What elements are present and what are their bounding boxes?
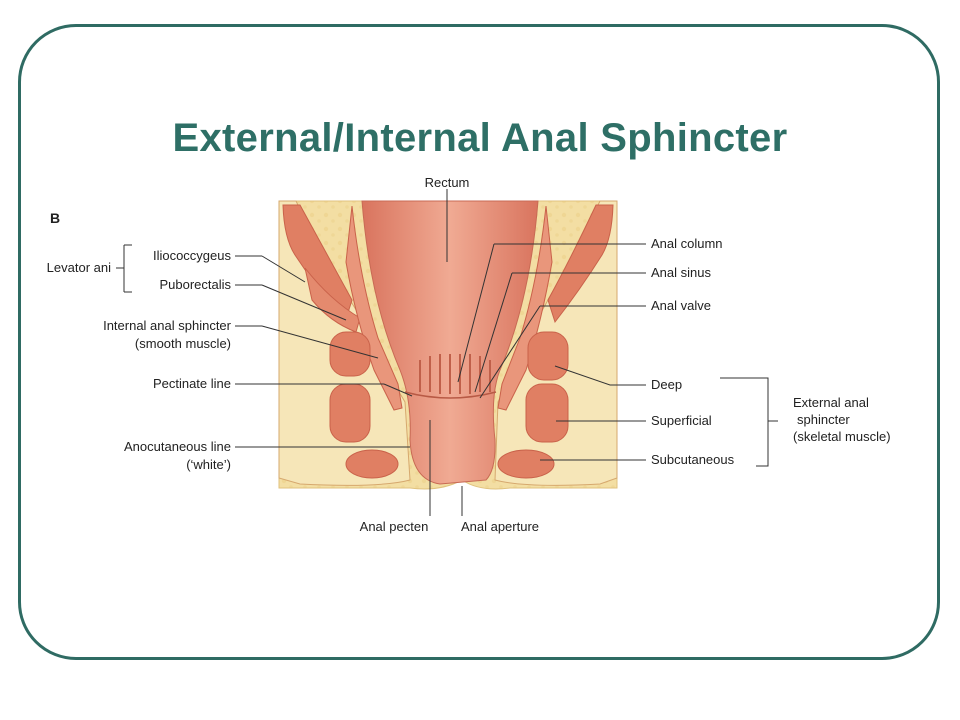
anal-aperture-label: Anal aperture <box>461 519 539 534</box>
anal-column-label: Anal column <box>651 236 723 251</box>
internal-sphincter-sublabel: (smooth muscle) <box>135 336 231 351</box>
levator-ani-label: Levator ani <box>47 260 111 275</box>
anal-pecten-label: Anal pecten <box>360 519 429 534</box>
superficial-muscle-left <box>329 383 371 443</box>
right-wall <box>494 200 618 486</box>
subcutaneous-muscle-right <box>497 449 555 479</box>
deep-muscle-right <box>527 331 569 381</box>
panel-letter: B <box>50 210 60 226</box>
internal-sphincter-right <box>497 205 553 411</box>
deep-label: Deep <box>651 377 682 392</box>
anocutaneous-line-sublabel: (‘white’) <box>186 457 231 472</box>
superficial-muscle-right <box>525 383 569 443</box>
pectinate-line-shape <box>404 391 497 399</box>
anal-sinus-label: Anal sinus <box>651 265 711 280</box>
internal-sphincter-label: Internal anal sphincter <box>103 318 232 333</box>
leader-lines <box>116 189 778 516</box>
external-sphincter-label: External anal <box>793 395 869 410</box>
anal-valve-label: Anal valve <box>651 298 711 313</box>
subcutaneous-label: Subcutaneous <box>651 452 735 467</box>
anocutaneous-line-label: Anocutaneous line <box>124 439 231 454</box>
puborectalis-label: Puborectalis <box>159 277 231 292</box>
superficial-label: Superficial <box>651 413 712 428</box>
slide-title: External/Internal Anal Sphincter <box>172 116 788 160</box>
pectinate-line-label: Pectinate line <box>153 376 231 391</box>
external-sphincter-sublabel: (skeletal muscle) <box>793 429 891 444</box>
left-wall <box>278 200 411 486</box>
rectum-label: Rectum <box>425 175 470 190</box>
external-sphincter-label-2: sphincter <box>797 412 850 427</box>
subcutaneous-muscle-left <box>345 449 399 479</box>
iliococcygeus-label: Iliococcygeus <box>153 248 232 263</box>
deep-muscle-left <box>329 331 371 377</box>
